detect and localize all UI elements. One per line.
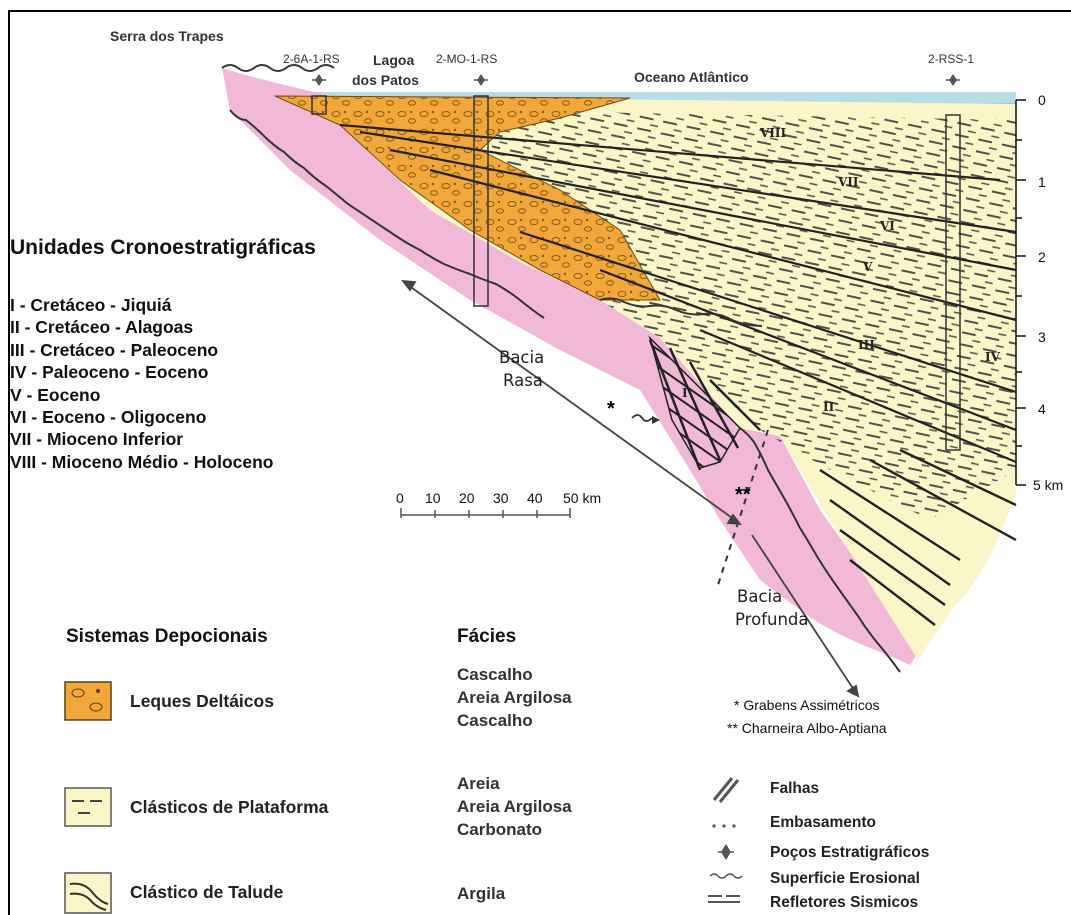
- basin-profunda-line2: Profunda: [735, 608, 809, 631]
- depth-label-2: 2: [1038, 249, 1046, 265]
- basin-rasa-line1: Bacia: [499, 346, 544, 369]
- roman-label-VII: VII: [838, 175, 859, 189]
- facies-argila: Argila: [457, 882, 505, 905]
- fault-icon: [714, 778, 738, 802]
- facies-item: Areia Argilosa: [457, 686, 572, 709]
- depth-label-0: 0: [1038, 92, 1046, 108]
- systems-header: Sistemas Depocionais: [66, 626, 268, 648]
- unit-item: IV - Paleoceno - Eoceno: [10, 361, 273, 383]
- facies-item: Cascalho: [457, 663, 572, 686]
- erosional-surface-icon: [710, 874, 742, 878]
- place-serra-dos-trapes: Serra dos Trapes: [110, 28, 224, 44]
- graben-marker: *: [607, 398, 615, 421]
- units-title: Unidades Cronoestratigráficas: [10, 236, 316, 260]
- symbol-embasamento: Embasamento: [770, 814, 876, 832]
- place-lagoa-line1: Lagoa: [373, 52, 414, 68]
- basin-profunda-line1: Bacia: [737, 585, 782, 608]
- depth-label-4: 4: [1038, 401, 1046, 417]
- roman-label-III: III: [858, 338, 875, 352]
- note-charneira: ** Charneira Albo-Aptiana: [727, 720, 887, 736]
- slope-swatch: [64, 872, 114, 914]
- roman-label-VIII: VIII: [760, 126, 786, 140]
- scale-label-0: 0: [396, 490, 404, 506]
- place-lagoa-line2: dos Patos: [352, 72, 419, 88]
- symbol-falhas: Falhas: [770, 780, 819, 798]
- well-label-3: 2-RSS-1: [928, 52, 974, 66]
- unit-item: III - Cretáceo - Paleoceno: [10, 339, 273, 361]
- system-clasticos-plataforma: Clásticos de Plataforma: [130, 797, 328, 818]
- scale-label-20: 20: [459, 490, 475, 506]
- facies-item: Areia: [457, 772, 572, 795]
- well-icon: [718, 844, 734, 860]
- roman-label-V: V: [863, 260, 872, 274]
- scale-label-10: 10: [425, 490, 441, 506]
- unit-item: V - Eoceno: [10, 384, 273, 406]
- symbol-refletores: Refletores Sismicos: [770, 894, 918, 912]
- well-label-1: 2-6A-1-RS: [283, 52, 340, 66]
- depth-ticks: [1016, 100, 1026, 485]
- graben-wavy-arrow: [632, 415, 652, 421]
- roman-label-VI: VI: [880, 219, 895, 233]
- scale-label-40: 40: [527, 490, 543, 506]
- facies-item: Cascalho: [457, 709, 572, 732]
- hinge-marker: **: [735, 484, 751, 507]
- unit-item: VIII - Mioceno Médio - Holoceno: [10, 451, 273, 473]
- scale-label-50km: 50 km: [563, 490, 601, 506]
- unit-item: I - Cretáceo - Jiquiá: [10, 294, 273, 316]
- unit-item: VII - Mioceno Inferior: [10, 428, 273, 450]
- symbol-legend-icons: [706, 772, 746, 912]
- facies-header: Fácies: [457, 626, 516, 648]
- roman-label-I: I: [682, 386, 688, 400]
- facies-item: Carbonato: [457, 818, 572, 841]
- unit-item: II - Cretáceo - Alagoas: [10, 316, 273, 338]
- scale-label-30: 30: [493, 490, 509, 506]
- facies-item: Areia Argilosa: [457, 795, 572, 818]
- platform-swatch: [64, 787, 114, 829]
- well-label-2: 2-MO-1-RS: [436, 52, 497, 66]
- symbol-pocos: Poços Estratigráficos: [770, 844, 929, 862]
- unit-item: VI - Eoceno - Oligoceno: [10, 406, 273, 428]
- seismic-reflector-icon: [708, 896, 740, 902]
- system-leques-deltaicos: Leques Deltáicos: [130, 691, 274, 712]
- place-ocean: Oceano Atlântico: [634, 69, 749, 85]
- facies-group-2: Areia Areia Argilosa Carbonato: [457, 772, 572, 841]
- depth-label-1: 1: [1038, 174, 1046, 190]
- symbol-superficie-erosional: Superficie Erosional: [770, 870, 920, 888]
- note-grabens: * Grabens Assimétricos: [734, 697, 880, 713]
- units-list: I - Cretáceo - Jiquiá II - Cretáceo - Al…: [10, 294, 273, 473]
- basin-rasa-line2: Rasa: [503, 369, 543, 392]
- basement-dots-icon: [712, 824, 735, 827]
- depth-label-3: 3: [1038, 329, 1046, 345]
- system-clastico-talude: Clástico de Talude: [130, 882, 283, 903]
- scale-bar-ticks: [401, 508, 570, 518]
- deltaic-swatch: [64, 681, 114, 723]
- roman-label-IV: IV: [985, 350, 1000, 364]
- facies-group-1: Cascalho Areia Argilosa Cascalho: [457, 663, 572, 732]
- depth-label-5: 5 km: [1033, 477, 1063, 493]
- roman-label-II: II: [823, 400, 834, 414]
